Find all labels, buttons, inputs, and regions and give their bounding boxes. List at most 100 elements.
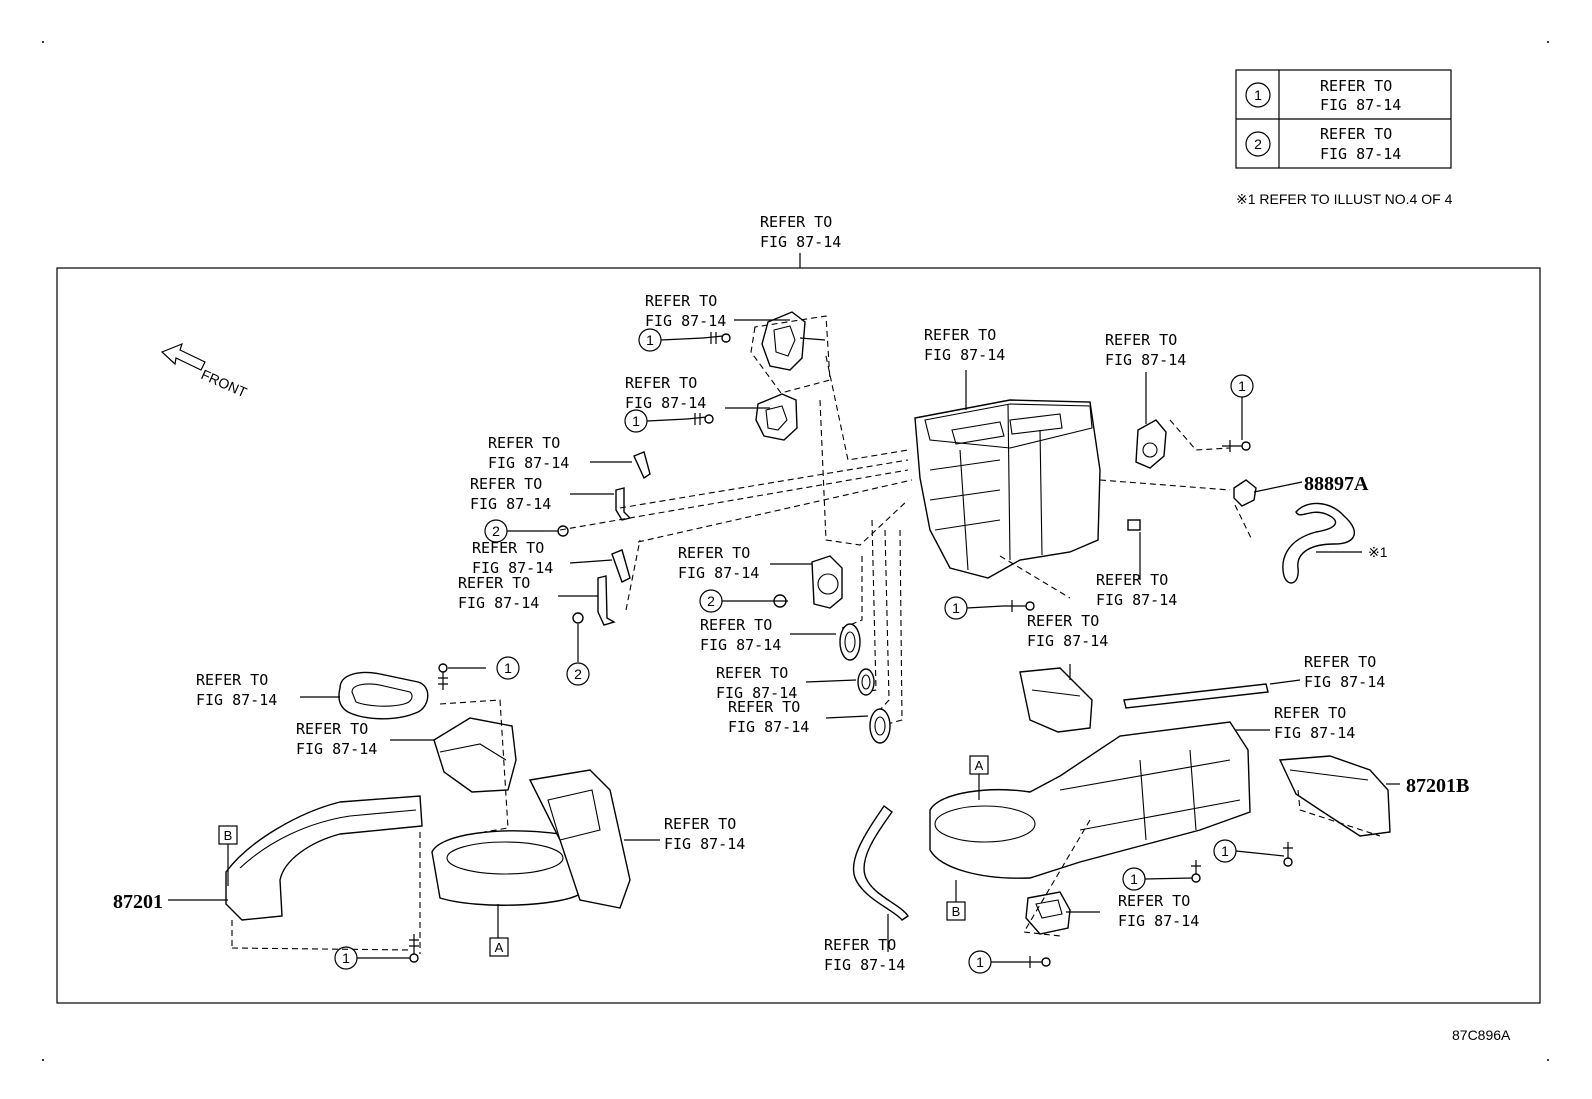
refer-label-20: REFER TO FIG 87-14 — [296, 720, 377, 758]
refer-label-2: REFER TO FIG 87-14 — [625, 374, 706, 412]
screw-bottom-center-1 — [1022, 956, 1051, 968]
diagram-frame — [56, 267, 1541, 1004]
refer-line-6: REFER TO — [458, 574, 530, 592]
screw-middle-1 — [686, 413, 714, 425]
illustration-code: 87C896A — [1452, 1027, 1511, 1043]
dashed-87201B — [1297, 789, 1381, 837]
servo-plate — [811, 555, 843, 609]
fig-line-21: FIG 87-14 — [664, 835, 745, 853]
svg-text:1: 1 — [646, 332, 654, 348]
refer-label-7: REFER TO FIG 87-14 — [678, 544, 759, 582]
heater-unit-case — [914, 399, 1101, 579]
refer-label-15: REFER TO FIG 87-14 — [1304, 653, 1385, 691]
refer-line-4: REFER TO — [470, 475, 542, 493]
box-label-B-left: B — [218, 825, 238, 845]
top-callout: REFER TO FIG 87-14 — [760, 213, 841, 268]
refer-line-1: REFER TO — [645, 292, 717, 310]
blower-upper-case — [929, 721, 1251, 879]
svg-text:1: 1 — [1130, 871, 1138, 887]
svg-text:1: 1 — [976, 954, 984, 970]
leader-dashed-servo-upper — [750, 315, 831, 394]
screw-right-1 — [1222, 440, 1251, 452]
resistor-block — [1025, 891, 1071, 935]
svg-text:1: 1 — [1238, 378, 1246, 394]
refer-line-17: REFER TO — [1118, 892, 1190, 910]
refer-label-4: REFER TO FIG 87-14 — [470, 475, 551, 513]
fig-line-19: FIG 87-14 — [196, 691, 277, 709]
legend-row-2: 2 REFER TO FIG 87-14 — [1245, 125, 1401, 163]
fig-line-17: FIG 87-14 — [1118, 912, 1199, 930]
duct-connector — [433, 717, 517, 793]
svg-text:1: 1 — [632, 413, 640, 429]
refer-label-13: REFER TO FIG 87-14 — [1096, 571, 1177, 609]
refer-label-10: REFER TO FIG 87-14 — [728, 698, 809, 736]
refer-line-9: REFER TO — [716, 664, 788, 682]
circle-ref-1c: 1 — [1230, 374, 1254, 440]
refer-line-11: REFER TO — [924, 326, 996, 344]
damper-servo-middle — [755, 393, 798, 441]
clip-2b — [572, 612, 584, 662]
refer-line-14: REFER TO — [1027, 612, 1099, 630]
refer-label-6: REFER TO FIG 87-14 — [458, 574, 539, 612]
screw-upper-1 — [702, 332, 731, 344]
legend-row-1: 1 REFER TO FIG 87-14 — [1245, 77, 1401, 114]
refer-label-17: REFER TO FIG 87-14 — [1118, 892, 1199, 930]
legend-symbol-2: 2 — [1254, 136, 1262, 152]
circle-ref-1h: 1 — [1122, 867, 1193, 891]
refer-line-12: REFER TO — [1105, 331, 1177, 349]
fig-line-4: FIG 87-14 — [470, 495, 551, 513]
legend-text-2b: FIG 87-14 — [1320, 145, 1401, 163]
refer-label-9: REFER TO FIG 87-14 — [716, 664, 797, 702]
refer-label-14: REFER TO FIG 87-14 — [1027, 612, 1108, 650]
svg-text:2: 2 — [492, 523, 500, 539]
foot-duct-87201 — [225, 795, 423, 954]
circle-ref-1b: 1 — [624, 409, 688, 433]
fig-line-11: FIG 87-14 — [924, 346, 1005, 364]
screw-right-lower-1 — [1283, 842, 1293, 867]
box-label-A-bottom: A — [489, 937, 509, 957]
refer-line-2: REFER TO — [625, 374, 697, 392]
box-label-A-top: A — [969, 755, 989, 775]
refer-label-18: REFER TO FIG 87-14 — [824, 936, 905, 974]
refer-line-8: REFER TO — [700, 616, 772, 634]
circle-ref-1f: 1 — [334, 946, 410, 970]
fig-line-14: FIG 87-14 — [1027, 632, 1108, 650]
refer-line-5: REFER TO — [472, 539, 544, 557]
fig-line-6: FIG 87-14 — [458, 594, 539, 612]
fig-line-12: FIG 87-14 — [1105, 351, 1186, 369]
refer-line-7: REFER TO — [678, 544, 750, 562]
svg-text:A: A — [975, 758, 984, 773]
register-ring — [338, 671, 429, 720]
refer-label-12: REFER TO FIG 87-14 — [1105, 331, 1186, 369]
damper-servo-upper — [761, 311, 826, 371]
corner-marks — [42, 41, 1549, 1061]
refer-label-19: REFER TO FIG 87-14 — [196, 671, 277, 709]
fig-line-10: FIG 87-14 — [728, 718, 809, 736]
box-label-B-bottom: B — [946, 901, 966, 921]
fig-line-7: FIG 87-14 — [678, 564, 759, 582]
refer-label-1: REFER TO FIG 87-14 — [645, 292, 726, 330]
refer-line-3: REFER TO — [488, 434, 560, 452]
front-arrow-icon — [160, 342, 206, 371]
circle-ref-2c: 2 — [699, 589, 770, 613]
circle-ref-1i: 1 — [968, 950, 1022, 974]
lever-1 — [633, 451, 651, 480]
fig-line-20: FIG 87-14 — [296, 740, 377, 758]
legend-text-2a: REFER TO — [1320, 125, 1392, 143]
svg-text:B: B — [224, 828, 233, 843]
pin-small — [1127, 519, 1141, 531]
circle-ref-2b: 2 — [566, 662, 590, 686]
part-number-87201B: 87201B — [1406, 775, 1469, 797]
refer-line-10: REFER TO — [728, 698, 800, 716]
blower-lower-case — [431, 769, 631, 909]
refer-label-16: REFER TO FIG 87-14 — [1274, 704, 1355, 742]
legend-note: ※1 REFER TO ILLUST NO.4 OF 4 — [1236, 191, 1453, 207]
svg-text:B: B — [952, 904, 961, 919]
refer-line-16: REFER TO — [1274, 704, 1346, 722]
circle-ref-1e: 1 — [496, 656, 520, 680]
screw-2c — [770, 594, 788, 608]
blower-duct-upper — [1019, 667, 1093, 733]
fig-line-2: FIG 87-14 — [625, 394, 706, 412]
screw-bottom-left-1 — [409, 934, 419, 963]
